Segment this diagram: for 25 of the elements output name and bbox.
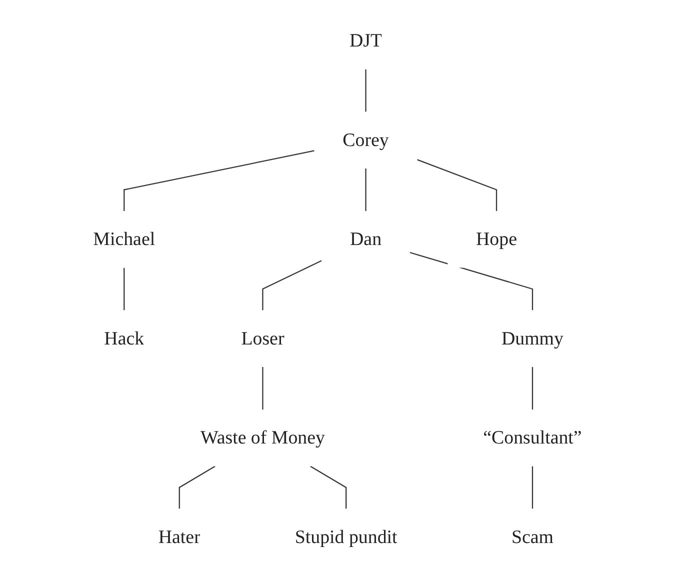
connector [262,260,322,310]
connector [365,168,366,212]
connector [365,69,366,112]
node-text: Loser [241,328,284,350]
connector [262,366,264,410]
node-text: Michael [93,228,156,250]
connector [124,150,314,212]
node-text: “Consultant” [483,427,582,448]
node-text: Stupid pundit [294,526,398,548]
node-text: Corey [342,130,389,151]
node-text: DJT [349,30,382,52]
tree-diagram: DJT Corey Michael Dan Hope Hack Loser Dummy Waste of Money “Consultant” Hater Stupid pundit Scam [10,5,665,573]
node-text: Scam [511,526,554,548]
connector [532,366,534,410]
connector [410,252,534,310]
node-text: Dummy [502,328,564,350]
connector [310,466,347,509]
connector [417,159,498,212]
node-text: Dan [350,228,382,250]
connector [178,466,216,509]
connector [124,268,125,310]
node-text: Waste of Money [200,427,325,448]
node-text: Hack [104,328,144,350]
connector [532,466,534,509]
node-text: Hater [158,526,200,548]
